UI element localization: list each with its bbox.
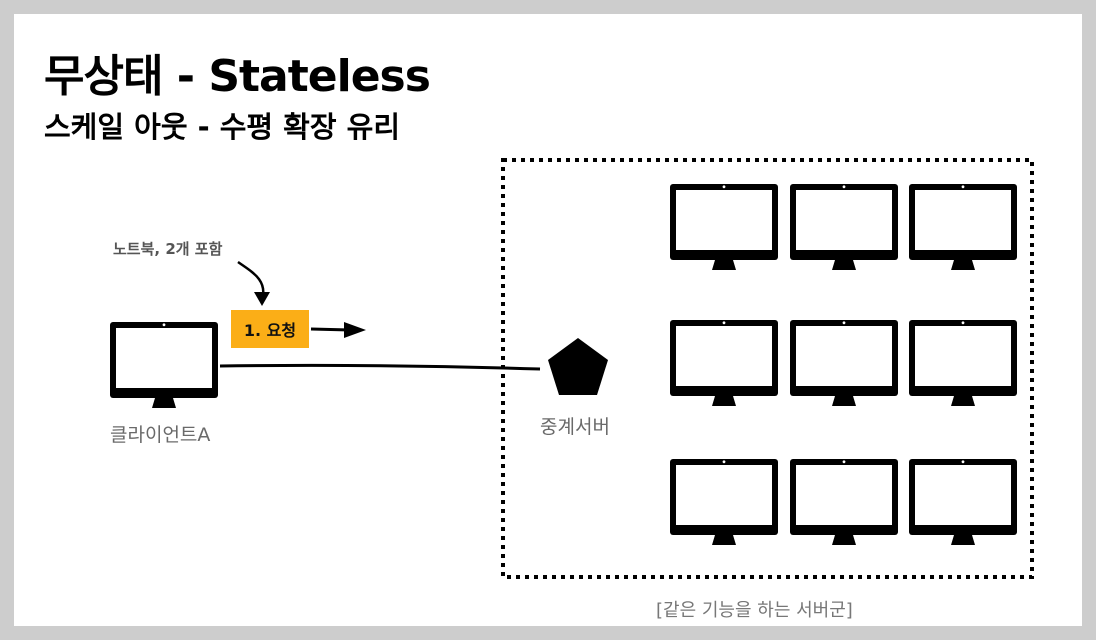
note-pointer-arrow (237, 260, 270, 306)
slide-title: 무상태 - Stateless (44, 51, 431, 102)
connection-line (219, 363, 541, 371)
server-group-label: [같은 기능을 하는 서버군] (656, 600, 853, 621)
server-grid (670, 184, 1017, 545)
request-badge: 1. 요청 (231, 310, 309, 348)
note-label: 노트북, 2개 포함 (113, 240, 223, 258)
server-monitor-icon (670, 459, 778, 545)
server-monitor-icon (790, 320, 898, 406)
client-label: 클라이언트A (110, 424, 211, 446)
client-monitor-icon (110, 322, 218, 408)
server-monitor-icon (790, 184, 898, 270)
server-monitor-icon (790, 459, 898, 545)
server-monitor-icon (909, 320, 1017, 406)
server-monitor-icon (670, 184, 778, 270)
proxy-server-icon (548, 338, 608, 395)
request-arrow (310, 322, 366, 338)
slide (14, 14, 1082, 626)
server-monitor-icon (909, 184, 1017, 270)
server-monitor-icon (670, 320, 778, 406)
slide-subtitle: 스케일 아웃 - 수평 확장 유리 (44, 110, 400, 144)
server-monitor-icon (909, 459, 1017, 545)
proxy-label: 중계서버 (540, 416, 610, 438)
